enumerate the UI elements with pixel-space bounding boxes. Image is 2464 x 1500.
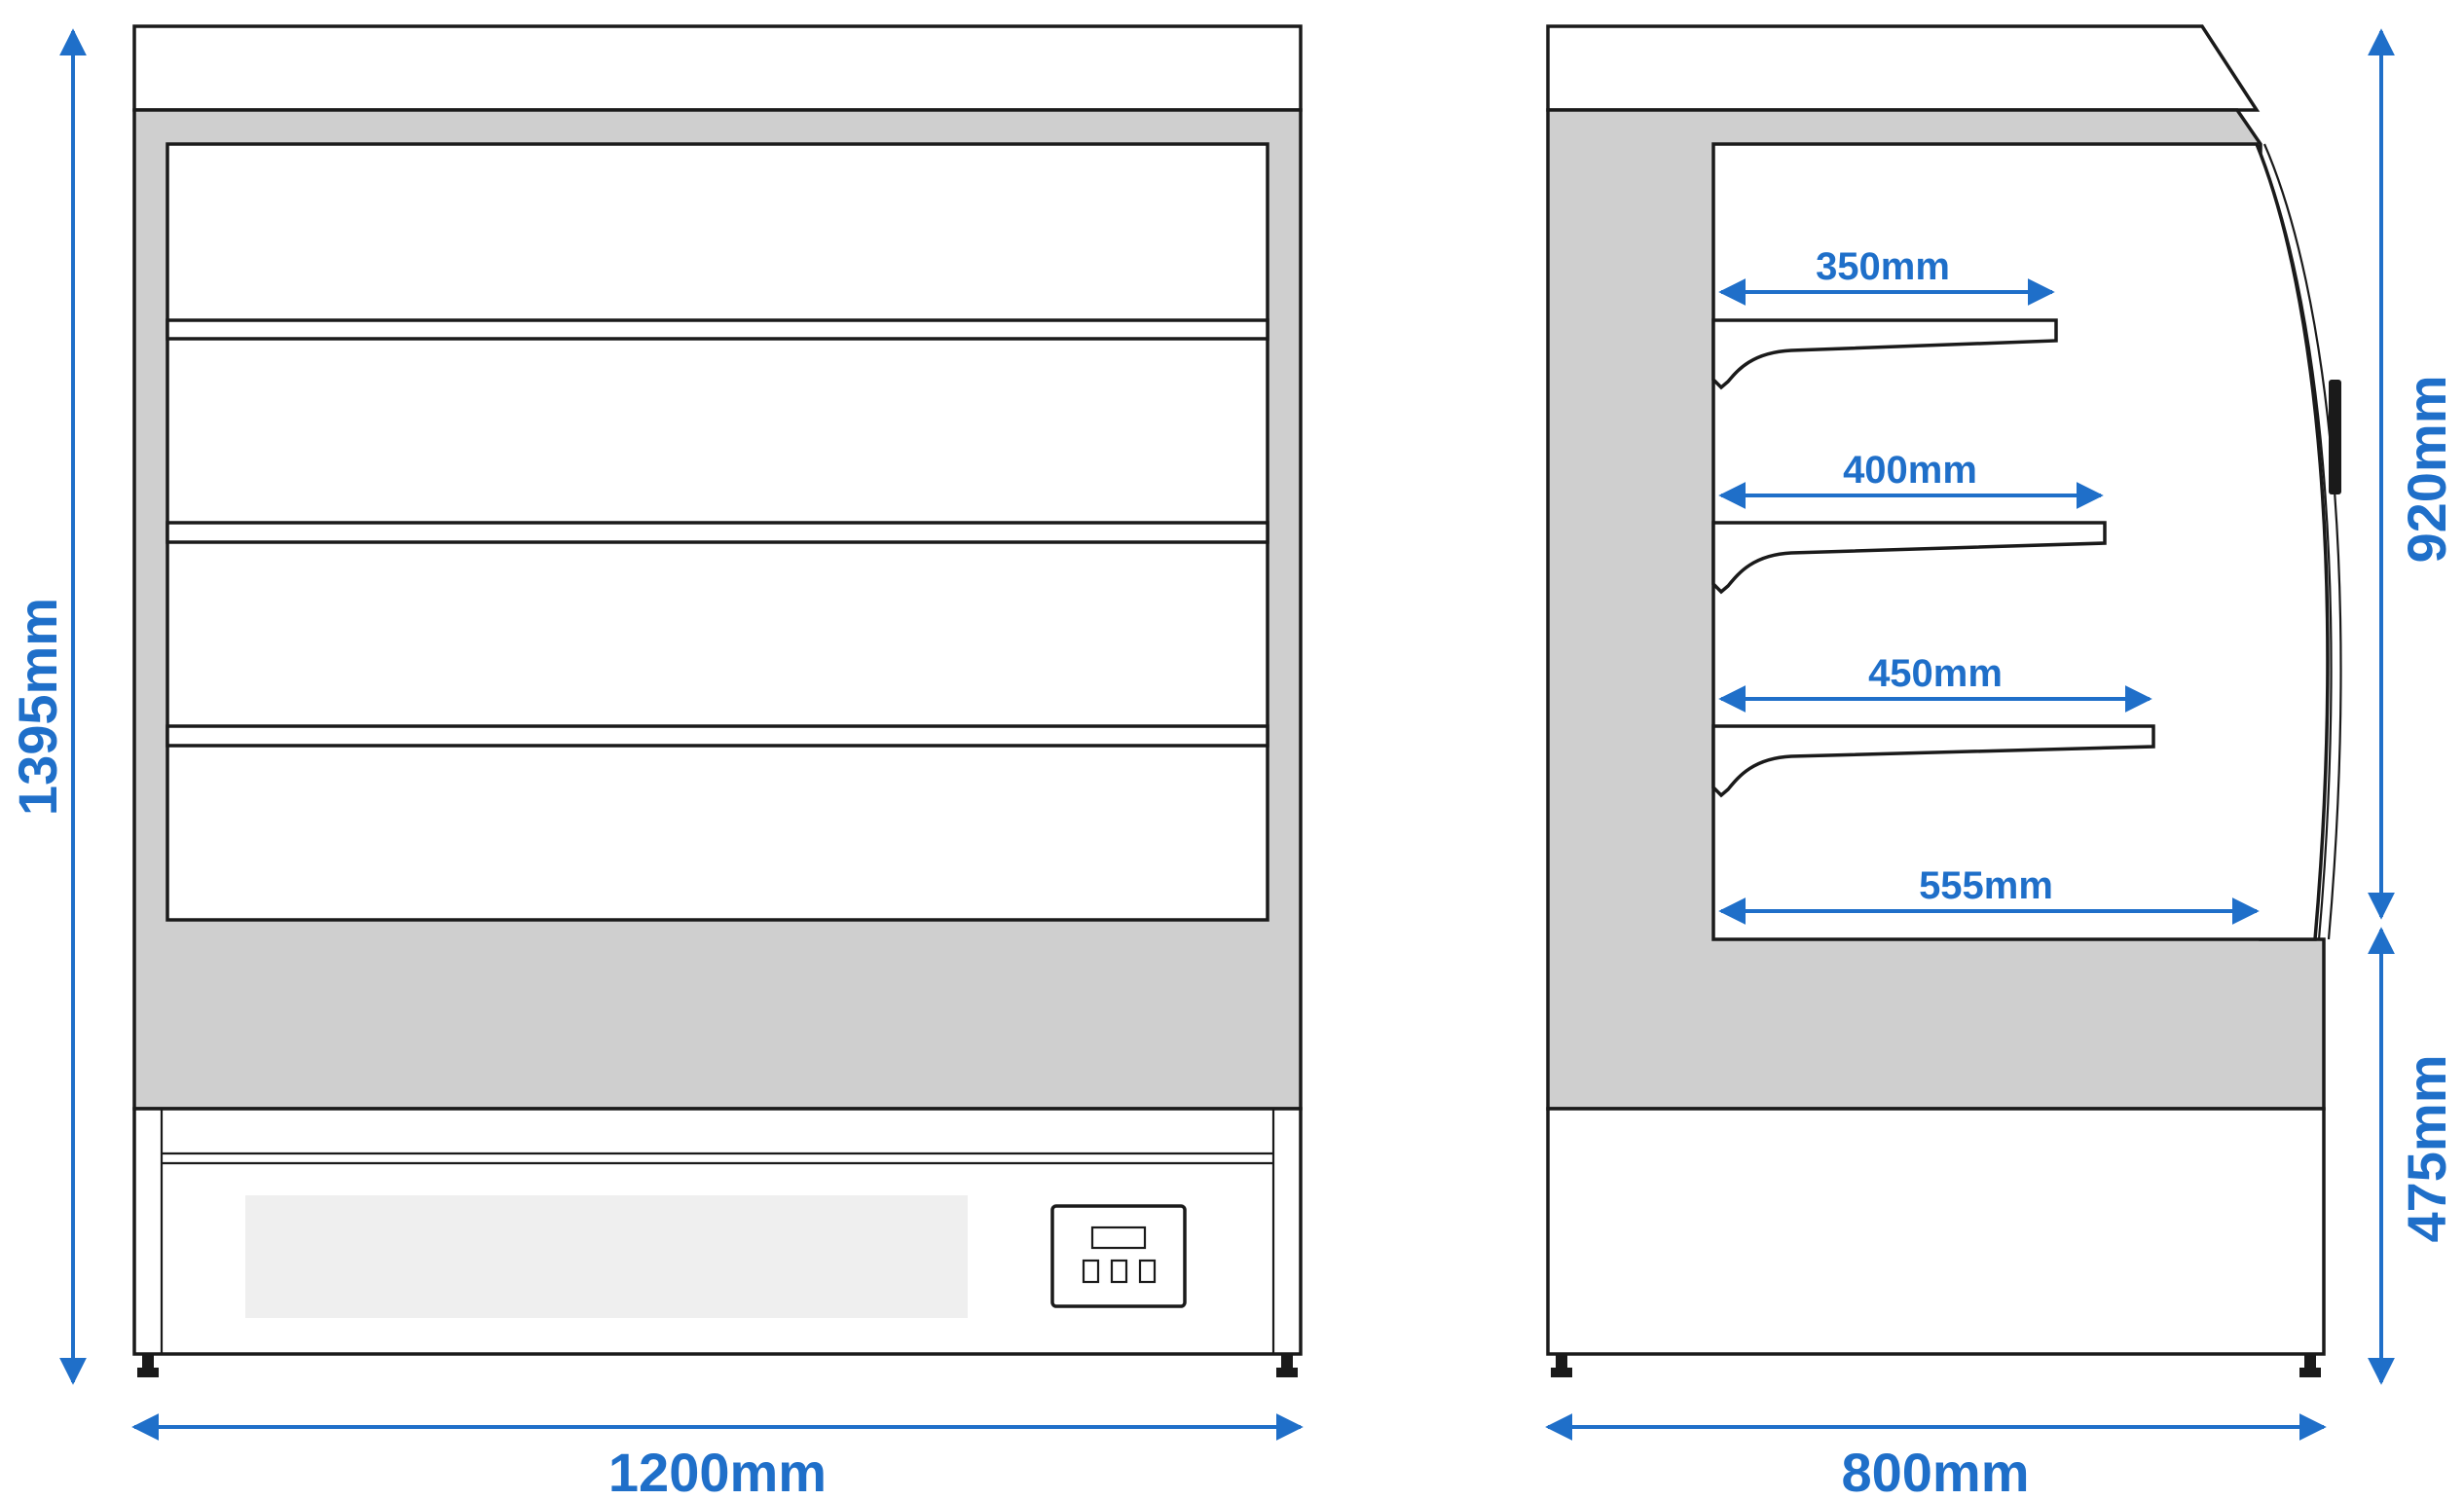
side-glass-outer	[2255, 143, 2333, 940]
front-label-strip	[245, 1195, 968, 1318]
front-shelf-1	[165, 318, 1269, 341]
controller-button-3	[1138, 1259, 1157, 1284]
dim-label-shelf-3: 450mm	[1868, 652, 2003, 695]
dim-label-width: 1200mm	[608, 1442, 827, 1500]
dim-label-depth: 800mm	[1841, 1442, 2029, 1500]
front-shelf-2	[165, 521, 1269, 544]
dimensions: 1395mm 1200mm 800mm 920mm 475mm 350mm 40…	[7, 28, 2457, 1500]
dim-label-lower-height: 475mm	[2396, 1054, 2457, 1242]
glass-handle	[2329, 380, 2341, 494]
side-foot-left-stem	[1556, 1354, 1567, 1368]
front-view	[132, 24, 1303, 1377]
dim-label-base-depth: 555mm	[1919, 864, 2053, 907]
controller-display	[1090, 1226, 1147, 1250]
side-shelves	[1711, 318, 2155, 798]
front-foot-right-stem	[1281, 1354, 1293, 1368]
side-shelf-350	[1711, 318, 2058, 390]
dim-label-shelf-2: 400mm	[1843, 449, 1977, 492]
front-feet	[137, 1354, 1298, 1377]
dim-label-upper-height: 920mm	[2396, 375, 2457, 563]
dim-label-shelf-1: 350mm	[1816, 245, 1950, 288]
control-panel-icon	[1050, 1204, 1187, 1308]
side-view	[1546, 24, 2342, 1377]
side-shelf-450	[1711, 724, 2155, 798]
front-canopy	[132, 24, 1303, 112]
controller-button-1	[1082, 1259, 1100, 1284]
front-shelf-3	[165, 724, 1269, 748]
side-foot-left	[1551, 1368, 1572, 1377]
dim-label-height-total: 1395mm	[7, 598, 68, 816]
side-feet	[1551, 1354, 2321, 1377]
controller-button-2	[1110, 1259, 1128, 1284]
front-foot-left	[137, 1368, 159, 1377]
side-foot-right	[2299, 1368, 2321, 1377]
controller-housing	[1050, 1204, 1187, 1308]
side-shelf-400	[1711, 521, 2107, 595]
side-canopy	[1546, 24, 2261, 112]
side-foot-right-stem	[2304, 1354, 2316, 1368]
side-base-cabinet	[1546, 1107, 2326, 1356]
front-shelves	[165, 318, 1269, 748]
front-foot-right	[1276, 1368, 1298, 1377]
front-foot-left-stem	[142, 1354, 154, 1368]
